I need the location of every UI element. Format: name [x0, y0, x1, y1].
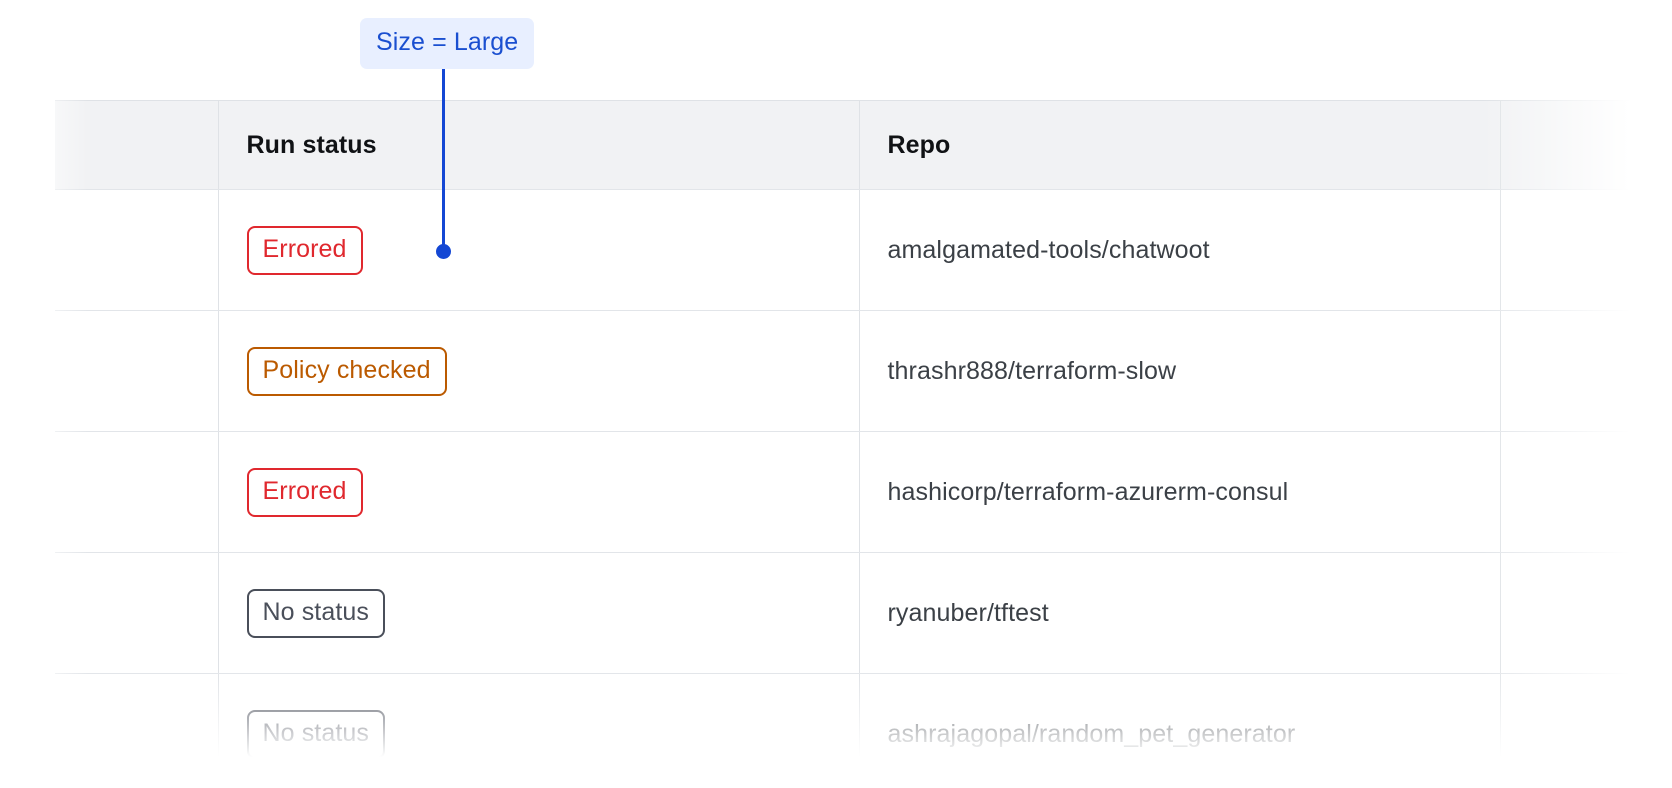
- run-status-cell: Policy checked: [218, 310, 860, 432]
- table-row[interactable]: Errored amalgamated-tools/chatwoot: [55, 189, 1672, 311]
- annotation-label: Size = Large: [360, 18, 535, 69]
- column-header-run-status[interactable]: Run status: [218, 100, 860, 190]
- table-row[interactable]: No status ryanuber/tftest: [55, 552, 1672, 674]
- repo-name[interactable]: hashicorp/terraform-azurerm-consul: [887, 477, 1289, 506]
- row-lead-cell: [55, 552, 219, 674]
- row-tail-cell: [1500, 673, 1672, 788]
- row-tail-cell: [1500, 310, 1672, 432]
- row-lead-cell: [55, 431, 219, 553]
- repo-cell: ashrajagopal/random_pet_generator: [859, 673, 1501, 788]
- runs-table: Run status Repo Errored amalgamated-tools…: [55, 100, 1672, 788]
- repo-name[interactable]: amalgamated-tools/chatwoot: [887, 235, 1210, 264]
- annotation-endpoint-dot: [436, 244, 451, 259]
- repo-cell: hashicorp/terraform-azurerm-consul: [859, 431, 1501, 553]
- row-lead-cell: [55, 673, 219, 788]
- row-tail-cell: [1500, 552, 1672, 674]
- repo-name[interactable]: ashrajagopal/random_pet_generator: [887, 719, 1296, 748]
- row-tail-cell: [1500, 189, 1672, 311]
- repo-name[interactable]: ryanuber/tftest: [887, 598, 1049, 627]
- table-row[interactable]: Policy checked thrashr888/terraform-slow: [55, 310, 1672, 432]
- table-row[interactable]: No status ashrajagopal/random_pet_generat…: [55, 673, 1672, 788]
- column-header-tail[interactable]: [1500, 100, 1672, 190]
- column-header-lead[interactable]: [55, 100, 219, 190]
- row-lead-cell: [55, 189, 219, 311]
- annotation-callout: Size = Large: [360, 18, 535, 69]
- annotation-leader-line: [442, 56, 445, 252]
- column-header-repo[interactable]: Repo: [859, 100, 1501, 190]
- row-lead-cell: [55, 310, 219, 432]
- status-badge[interactable]: Policy checked: [246, 346, 447, 396]
- repo-name[interactable]: thrashr888/terraform-slow: [887, 356, 1177, 385]
- repo-cell: ryanuber/tftest: [859, 552, 1501, 674]
- status-badge[interactable]: No status: [246, 709, 386, 759]
- table-header-row: Run status Repo: [55, 100, 1672, 190]
- run-status-cell: Errored: [218, 431, 860, 553]
- status-badge[interactable]: No status: [246, 588, 386, 638]
- status-badge[interactable]: Errored: [246, 467, 363, 517]
- run-status-cell: No status: [218, 552, 860, 674]
- repo-cell: thrashr888/terraform-slow: [859, 310, 1501, 432]
- repo-cell: amalgamated-tools/chatwoot: [859, 189, 1501, 311]
- table-viewport: Run status Repo Errored amalgamated-tools…: [0, 100, 1672, 788]
- table-header: Run status Repo: [55, 100, 1672, 190]
- row-tail-cell: [1500, 431, 1672, 553]
- status-badge[interactable]: Errored: [246, 225, 363, 275]
- run-status-cell: No status: [218, 673, 860, 788]
- run-status-cell: Errored: [218, 189, 860, 311]
- table-row[interactable]: Errored hashicorp/terraform-azurerm-consu…: [55, 431, 1672, 553]
